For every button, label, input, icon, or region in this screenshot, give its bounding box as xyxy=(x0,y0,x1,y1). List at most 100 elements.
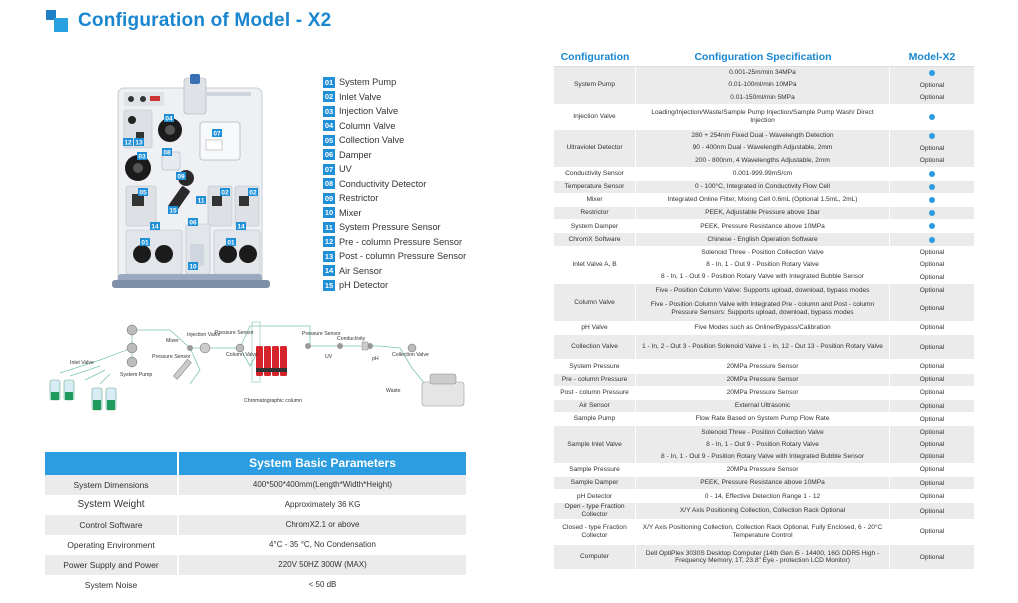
standard-dot-icon xyxy=(890,168,974,180)
config-specs: 280 + 254nm Fixed Dual - Wavelength Dete… xyxy=(636,129,890,167)
config-options xyxy=(890,233,974,246)
component-label: Collection Valve xyxy=(339,135,405,146)
page-header: Configuration of Model - X2 xyxy=(46,10,331,32)
config-spec-line: 0 - 100°C, Integrated in Conductivity Fl… xyxy=(695,183,830,190)
component-label: UV xyxy=(339,164,352,175)
config-spec-line: Five Modes such as Online/Bypass/Calibra… xyxy=(694,324,831,332)
config-spec-line: X/Y Axis Positioning Collection, Collect… xyxy=(679,507,846,515)
standard-dot-icon xyxy=(929,170,935,177)
config-spec-line: PEEK, Pressure Resistance above 10MPa xyxy=(700,479,825,487)
config-name: System Damper xyxy=(554,220,636,233)
param-value: Approximately 36 KG xyxy=(284,500,361,509)
component-number: 09 xyxy=(323,192,335,204)
option-label: Optional xyxy=(919,305,945,313)
config-options xyxy=(890,220,974,232)
flow-label-uv: UV xyxy=(325,354,333,360)
config-spec-line: 8 - In, 1 - Out 9 - Position Rotary Valv… xyxy=(706,261,819,269)
page-title: Configuration of Model - X2 xyxy=(78,10,332,31)
device-tag-13: 13 xyxy=(135,140,143,147)
option-label: Optional xyxy=(919,441,945,449)
configuration-table-header: Configuration Configuration Specificatio… xyxy=(554,48,974,67)
configuration-table: Configuration Configuration Specificatio… xyxy=(554,48,974,571)
config-specs: Loading/Injection/Waste/Sample Pump Inje… xyxy=(636,104,890,129)
config-spec-line: 20MPa Pressure Sensor xyxy=(726,375,799,383)
option-label: Optional xyxy=(919,507,945,515)
config-specs: Solenoid Three - Position Collection Val… xyxy=(636,246,890,284)
component-label: System Pump xyxy=(339,77,397,88)
config-spec-line: 8 - In, 1 - Out 9 - Position Rotary Valv… xyxy=(661,452,864,460)
flow-label-pressure-sensor-3: Pressure Sensor xyxy=(302,331,341,337)
device-tag-05: 05 xyxy=(139,190,147,197)
config-specs: 20MPa Pressure Sensor xyxy=(636,360,890,373)
config-options: Optional xyxy=(890,477,974,490)
config-specs: Flow Rate Based on System Pump Flow Rate xyxy=(636,413,890,426)
brand-logo-icon xyxy=(46,10,68,32)
config-specs: Solenoid Three - Position Collection Val… xyxy=(636,426,890,463)
component-label: Post - column Pressure Sensor xyxy=(339,251,467,262)
config-options xyxy=(890,168,974,180)
component-label: Conductivity Detector xyxy=(339,178,427,189)
component-number: 06 xyxy=(323,149,335,161)
option-label: Optional xyxy=(919,261,945,269)
column-header-configuration: Configuration xyxy=(560,51,630,63)
config-spec-line: Solenoid Three - Position Collection Val… xyxy=(701,428,824,436)
option-label: Optional xyxy=(919,273,945,281)
device-tag-10: 10 xyxy=(189,264,197,271)
device-tag-01b: 01 xyxy=(227,240,235,247)
device-tag-12: 12 xyxy=(124,140,132,147)
standard-dot-icon xyxy=(890,181,974,193)
flow-label-inlet-valve: Inlet Valve xyxy=(70,360,94,366)
config-specs: Integrated Online Filter, Mixing Cell 0.… xyxy=(636,193,890,207)
config-name: Ultraviolet Detector xyxy=(554,129,636,167)
device-tag-04: 04 xyxy=(165,116,173,123)
standard-dot-icon xyxy=(929,113,935,120)
flow-label-ph: pH xyxy=(372,356,379,362)
device-tag-14b: 14 xyxy=(237,224,245,231)
option-label: Optional xyxy=(919,492,945,500)
flow-label-pressure-sensor-2: Pressure Sensor xyxy=(152,354,191,360)
device-tag-07: 07 xyxy=(213,131,221,138)
flow-label-system-pump: System Pump xyxy=(120,372,152,378)
config-name: Temperature Sensor xyxy=(554,180,636,193)
config-options: Optional xyxy=(890,373,974,386)
option-label: Optional xyxy=(919,343,945,351)
config-name: Column Valve xyxy=(554,284,636,321)
standard-dot-icon xyxy=(929,183,935,190)
option-label: Optional xyxy=(919,249,945,257)
device-tag-03: 03 xyxy=(138,154,146,161)
device-tag-01a: 01 xyxy=(141,240,149,247)
standard-dot-icon xyxy=(890,67,974,79)
option-label: Optional xyxy=(919,553,945,561)
config-specs: Chinese - English Operation Software xyxy=(636,233,890,246)
flow-label-conductivity: Conductivity xyxy=(337,336,366,342)
component-number: 01 xyxy=(323,76,335,88)
param-value: 220V 50HZ 300W (MAX) xyxy=(179,555,466,575)
basic-parameters-title: System Basic Parameters xyxy=(179,452,466,475)
config-specs: 20MPa Pressure Sensor xyxy=(636,373,890,386)
config-specs: 0.001-999.99mS/cm xyxy=(636,167,890,180)
component-number: 12 xyxy=(323,236,335,248)
config-specs: Five - Position Column Valve: Supports u… xyxy=(636,284,890,321)
param-key: Operating Environment xyxy=(45,535,179,555)
table-row: System Noise< 50 dB xyxy=(45,575,466,595)
option-label: Optional xyxy=(919,81,945,89)
flow-label-mixer: Mixer xyxy=(166,338,179,344)
